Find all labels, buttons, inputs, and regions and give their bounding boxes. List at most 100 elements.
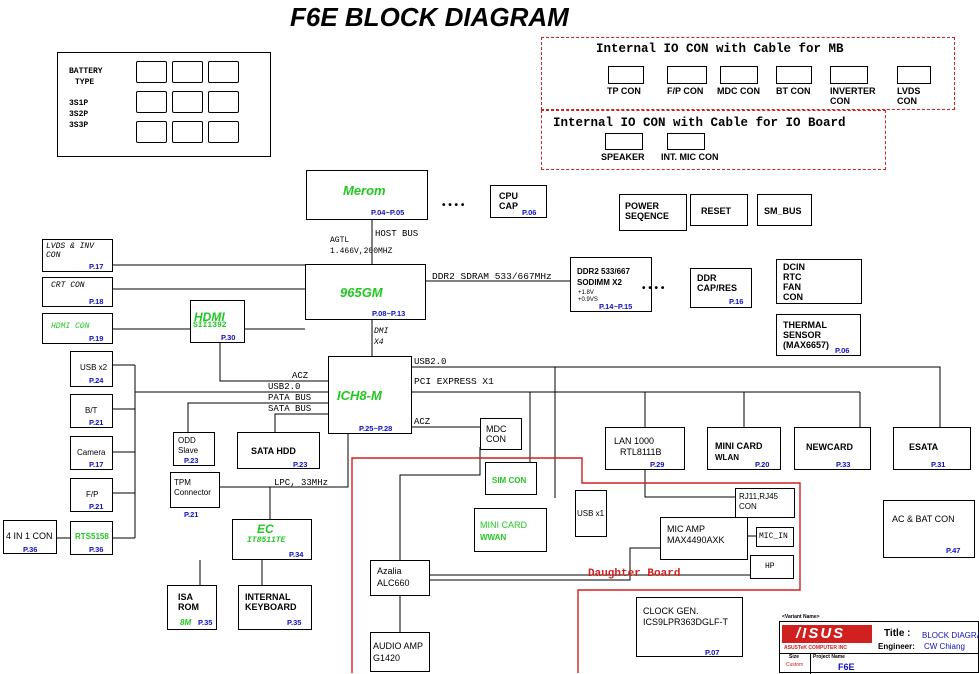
thermal-page: P.06: [835, 346, 850, 355]
size-label: Size: [789, 654, 800, 660]
lpc-label: LPC, 33MHz: [274, 478, 329, 488]
project-value: F6E: [838, 662, 855, 672]
sata-hdd-label: SATA HDD: [251, 446, 296, 456]
asus-logo: [782, 625, 872, 643]
isa-rom-size: 8M: [180, 618, 192, 627]
merom-cpu: Merom P.04~P.05: [306, 170, 428, 220]
project-label: Project Name: [813, 654, 845, 660]
pci-express-label: PCI EXPRESS X1: [414, 376, 494, 387]
usb20-right-label: USB2.0: [414, 357, 447, 367]
mdc-con-label: MDC CON: [486, 424, 507, 444]
speaker-con: [605, 133, 643, 150]
mdc-con-io: [720, 66, 758, 84]
ich8-label: ICH8-M: [337, 388, 382, 403]
tp-con: [608, 66, 644, 84]
io-mb-title: Internal IO CON with Cable for MB: [596, 42, 844, 56]
acz-label: ACZ: [292, 371, 309, 381]
dmi-label: DMI: [374, 327, 389, 336]
io-board-title: Internal IO CON with Cable for IO Board: [553, 116, 846, 130]
cpu-cap: CPU CAP P.06: [490, 185, 547, 218]
odd-label: ODD Slave: [178, 436, 199, 455]
title-divider-v: [810, 653, 811, 674]
cpu-dots: • • • •: [442, 200, 465, 211]
lan-page: P.29: [650, 460, 665, 469]
lvds-inv-con: LVDS & INV CON P.17: [42, 239, 113, 272]
sata-hdd: SATA HDD P.23: [237, 432, 320, 469]
hdmi-chip-part: SII1392: [193, 321, 227, 330]
int-mic-label: INT. MIC CON: [661, 152, 719, 162]
mic-amp: MIC AMP MAX4490AXK: [660, 517, 748, 560]
rts-page: P.36: [89, 545, 104, 554]
gm965-northbridge: 965GM P.08~P.13: [305, 264, 426, 320]
con-label: CON: [783, 292, 803, 302]
power-sequence: POWER SEQENCE: [619, 194, 687, 231]
diagram-title: F6E BLOCK DIAGRAM: [290, 2, 569, 32]
mic-amp-chip: MAX4490AXK: [667, 535, 725, 545]
cpu-cap-page: P.06: [522, 208, 537, 217]
sata-hdd-page: P.23: [293, 460, 308, 469]
hp-con: HP: [750, 555, 794, 579]
azalia-label: Azalia: [377, 566, 402, 576]
ddr-cap-page: P.16: [729, 297, 744, 306]
battery-type-label: TYPE: [75, 78, 95, 87]
bt-module: B/T P.21: [70, 394, 113, 428]
usb-x2-page: P.24: [89, 376, 104, 385]
bt-con: [776, 66, 812, 84]
ddr-cap-res: DDR CAP/RES P.16: [690, 268, 752, 308]
rj11-rj45-con: RJ11,RJ45 CON: [735, 488, 795, 518]
rts-label: RTS5158: [75, 532, 109, 541]
audio-amp-label: AUDIO AMP: [373, 641, 424, 651]
company-name: ASUSTeK COMPUTER INC: [784, 645, 847, 651]
internal-keyboard: INTERNAL KEYBOARD P.35: [238, 585, 312, 630]
sata-bus-label: SATA BUS: [268, 404, 312, 414]
engineer-label: Engineer:: [878, 642, 915, 651]
isa-rom-label: ISA ROM: [178, 592, 199, 612]
minicard-wwan-label: MINI CARD: [480, 520, 527, 530]
ich8-page: P.25~P.28: [359, 424, 393, 433]
ec-page: P.34: [289, 550, 304, 559]
crt-con: CRT CON P.18: [42, 277, 113, 307]
crt-label: CRT CON: [51, 281, 85, 290]
clock-gen: CLOCK GEN. ICS9LPR363DGLF-T P.07: [636, 597, 743, 657]
battery-type-3s2p: 3S2P: [69, 110, 89, 119]
tpm-label: TPM Connector: [174, 478, 211, 497]
battery-cell: [172, 61, 203, 83]
title-value: BLOCK DIAGRA: [922, 631, 979, 640]
reset-block: RESET: [690, 194, 748, 226]
clock-chip: ICS9LPR363DGLF-T: [643, 617, 729, 627]
merom-page: P.04~P.05: [371, 208, 405, 217]
odd-slave: ODD Slave P.23: [173, 432, 215, 466]
hdmi-con-page: P.19: [89, 334, 104, 343]
thermal-sensor: THERMAL SENSOR (MAX6657) P.06: [776, 314, 861, 356]
mic-in-label: MIC_IN: [759, 532, 788, 541]
dcin-rtc-fan-con: DCIN RTC FAN CON: [776, 259, 862, 304]
gm965-page: P.08~P.13: [372, 309, 406, 318]
pata-bus-label: PATA BUS: [268, 393, 312, 403]
ddr2-page: P.14~P.15: [599, 302, 633, 311]
minicard-wlan-sub: WLAN: [715, 453, 739, 462]
size-value: Custom: [786, 662, 804, 668]
fp-page: P.21: [89, 502, 104, 511]
ddr2-line2: SODIMM X2: [577, 278, 622, 287]
ddr-cap-label: DDR CAP/RES: [697, 273, 738, 293]
x4-label: X4: [374, 338, 384, 347]
minicard-wlan: MINI CARD WLAN P.20: [707, 427, 781, 470]
host-bus-label: HOST BUS: [375, 229, 419, 239]
mic-in-con: MIC_IN: [756, 527, 794, 547]
minicard-wwan-sub: WWAN: [480, 533, 507, 542]
asus-logo-text: /ISUS: [796, 625, 846, 642]
battery-label: BATTERY: [69, 67, 103, 76]
camera-module: Camera P.17: [70, 436, 113, 470]
reset-label: RESET: [701, 206, 732, 216]
minicard-wlan-page: P.20: [755, 460, 770, 469]
fp-con-label: F/P CON: [667, 86, 704, 96]
audio-amp: AUDIO AMP G1420: [370, 632, 430, 672]
gm965-label: 965GM: [340, 285, 383, 300]
esata-con: ESATA P.31: [893, 427, 971, 470]
cpu-cap-label: CPU CAP: [499, 191, 519, 211]
fp-module: F/P P.21: [70, 478, 113, 512]
odd-page: P.23: [184, 456, 199, 465]
daughter-board-label: Daughter Board: [588, 568, 681, 580]
battery-type-3s3p: 3S3P: [69, 121, 89, 130]
usb-x2: USB x2 P.24: [70, 351, 113, 387]
